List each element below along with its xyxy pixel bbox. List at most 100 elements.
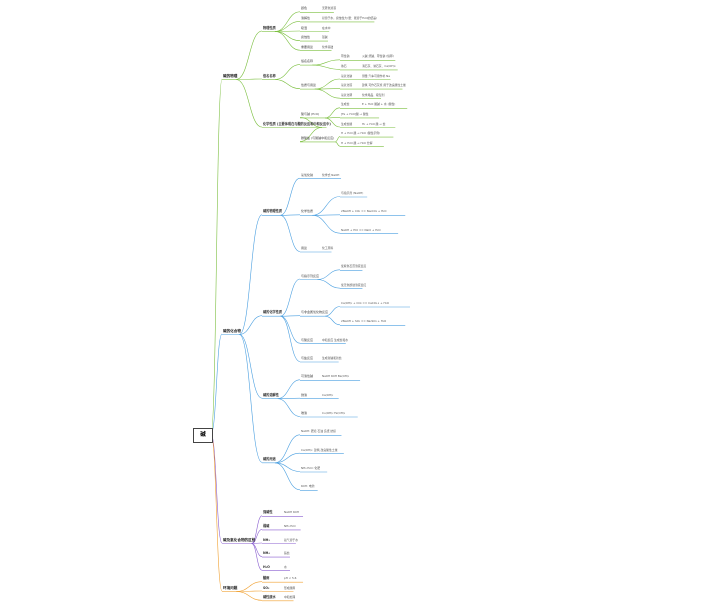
branch-connector	[210, 433, 223, 544]
node-label[interactable]: 重要用途	[301, 44, 314, 49]
node-detail[interactable]: NaOH: 肥皂 石油 造纸 纺织	[301, 429, 336, 434]
node-label[interactable]: 生成盐酸	[341, 121, 353, 126]
branch-connector	[251, 529, 263, 544]
node-label[interactable]: NH₃	[263, 537, 270, 542]
node-detail[interactable]: 测量 汽车可用作补 Na	[362, 73, 390, 78]
node-detail[interactable]: 化学基础	[322, 44, 334, 49]
node-label[interactable]: 碱的物理	[223, 73, 238, 78]
node-label[interactable]: 化学性质	[301, 209, 314, 214]
node-detail[interactable]: Ca(OH)₂ + CO₂ == CaCO₃↓ + H₂O	[341, 301, 389, 305]
node-detail[interactable]: pH < 5.6	[284, 576, 297, 581]
branch-connector	[274, 462, 301, 491]
node-detail[interactable]: E + H₂O 酸碱 + 水 (酸性)	[362, 102, 396, 107]
node-detail[interactable]: 水	[284, 564, 287, 569]
node-label[interactable]: 腐蚀性	[301, 35, 311, 40]
node-label[interactable]: 弱碱	[263, 523, 270, 528]
branch-connector	[239, 334, 263, 399]
node-label[interactable]: 难溶	[301, 411, 308, 415]
node-detail[interactable]: 无著色溶液	[322, 6, 336, 11]
node-label[interactable]: 颜色	[301, 6, 308, 11]
branch-connector	[210, 78, 223, 435]
node-detail[interactable]: Ca(OH)₂	[322, 392, 334, 397]
node-detail[interactable]: 铵盐	[284, 551, 290, 556]
branch-connector	[239, 334, 263, 463]
branch-connector	[312, 59, 341, 66]
node-label[interactable]: 性质与用途	[301, 83, 317, 88]
node-label[interactable]: 碱的化合物	[223, 328, 241, 333]
node-label[interactable]: 生成盐	[341, 102, 350, 107]
node-detail[interactable]: H₂ + H₂O 酸 → 盐	[362, 121, 386, 126]
node-detail[interactable]: 生成新碱和新盐	[322, 356, 342, 360]
node-detail[interactable]: 中和反应 生成盐和水	[322, 337, 349, 342]
node-detail[interactable]: 化学式 NaOH	[322, 172, 340, 177]
node-label[interactable]: 氢氧化钾	[341, 92, 353, 97]
node-label[interactable]: 碱的物理性质	[263, 209, 283, 214]
branch-connector	[280, 214, 301, 216]
node-label[interactable]: 强碱性	[263, 510, 273, 515]
node-label[interactable]: 苛性钠	[341, 54, 350, 59]
node-detail[interactable]: 火碱 烧碱、苛性钠 (俗称)	[362, 54, 394, 59]
node-label[interactable]: 用途	[301, 246, 308, 250]
node-label[interactable]: 与指示剂反应	[301, 273, 320, 278]
node-detail[interactable]: NH₃·H₂O: 化肥	[301, 466, 321, 470]
node-label[interactable]: 碱性废水	[263, 594, 276, 599]
node-label[interactable]: 俗名名称	[301, 59, 314, 64]
node-detail[interactable]: Cu(OH)₂ Fe(OH)₃	[322, 411, 346, 415]
node-label[interactable]: 氢氧化钙	[341, 83, 353, 88]
node-label[interactable]: 碱的化学性质	[263, 310, 283, 315]
node-detail[interactable]: H + H₂O 酸 → H₂O 分解	[341, 140, 373, 145]
node-label[interactable]: 碱及氢化合物的区别	[223, 537, 256, 542]
node-detail[interactable]: 使无色酚酞溶液变红	[341, 282, 367, 287]
node-detail[interactable]: 在水中	[322, 25, 331, 30]
node-label[interactable]: 可溶性碱	[301, 374, 314, 379]
node-detail[interactable]: 与指示剂 (NaOH)	[341, 191, 364, 195]
node-label[interactable]: 俗名名称	[263, 73, 276, 78]
node-label[interactable]: 碱的溶解性	[263, 392, 279, 397]
node-detail[interactable]: 2NaOH + CO₂ == Na₂CO₃ + H₂O	[341, 209, 387, 214]
node-label[interactable]: 与非金属氧化物反应	[301, 310, 329, 315]
node-detail[interactable]: 化学用品、吸湿剂	[362, 92, 385, 97]
branch-connector	[236, 581, 263, 592]
node-detail[interactable]: Ca(OH)₂: 建筑 改良酸性土壤	[301, 447, 338, 452]
node-detail[interactable]: 易溶于水，腐蚀性大(量：能溶于H₂O的结晶)	[322, 15, 378, 20]
node-detail[interactable]: 建筑 可作石灰浆 用于改良酸性土壤	[362, 83, 406, 88]
node-label[interactable]: NH₄	[263, 551, 270, 556]
node-label[interactable]: 碱的用途	[263, 456, 276, 461]
node-detail[interactable]: 使紫色石蕊溶液变蓝	[341, 264, 367, 269]
node-label[interactable]: 碳酸盐 (与酸碱中和反应)	[301, 135, 335, 140]
node-label[interactable]: H₂O	[263, 564, 270, 569]
node-detail[interactable]: NH₃·H₂O	[284, 523, 296, 528]
node-label[interactable]: 微溶	[301, 392, 308, 397]
node-detail[interactable]: KOH: 电池	[301, 484, 315, 489]
node-label[interactable]: 化学性质 (主要体现在与酸的反应和中和反应中)	[263, 121, 331, 126]
node-label[interactable]: SO₂	[263, 585, 270, 590]
node-label[interactable]: 吸湿	[301, 25, 308, 30]
node-detail[interactable]: NaOH KOH Ba(OH)₂	[322, 374, 350, 379]
node-detail[interactable]: H + H₂O 酸 → H₂O (酸性示例)	[341, 131, 381, 136]
node-detail[interactable]: NaOH + HCl == NaCl + H₂O	[341, 227, 381, 232]
branch-connector	[274, 452, 301, 464]
node-detail[interactable]: 强碱	[322, 35, 328, 40]
node-label[interactable]: 与盐反应	[301, 356, 314, 360]
node-label[interactable]: 酸雨	[263, 576, 270, 581]
node-detail[interactable]: 氨气溶于水	[284, 537, 298, 542]
node-detail[interactable]: 中和处理	[284, 594, 296, 599]
node-detail[interactable]: 消石灰、熟石灰、Ca(OH)₂	[362, 63, 396, 68]
node-label[interactable]: 酸与碱 (H₂O)	[301, 111, 320, 116]
node-label[interactable]: 氢氧化钠	[341, 73, 353, 78]
node-label[interactable]: 环境问题	[223, 585, 238, 590]
branch-connector	[335, 136, 341, 143]
node-detail[interactable]: 2NaOH + SO₂ == Na₂SO₃ + H₂O	[341, 319, 387, 324]
node-label[interactable]: 熟石	[341, 63, 347, 68]
node-label[interactable]: 物理性质	[263, 25, 276, 30]
node-detail[interactable]: [Fe + H₂O]酸 → 酸性	[341, 111, 369, 116]
node-detail[interactable]: 形成酸雨	[284, 585, 296, 590]
root-node[interactable]: 碱	[193, 428, 213, 443]
branch-connector	[277, 379, 301, 399]
node-label[interactable]: 与酸反应	[301, 337, 314, 342]
node-label[interactable]: 溶解性	[301, 15, 311, 20]
node-label[interactable]: 氢氧化钠	[301, 172, 314, 177]
node-detail[interactable]: 化工原料	[322, 246, 334, 250]
node-detail[interactable]: NaOH KOH	[284, 510, 299, 515]
branch-connector	[280, 315, 301, 362]
